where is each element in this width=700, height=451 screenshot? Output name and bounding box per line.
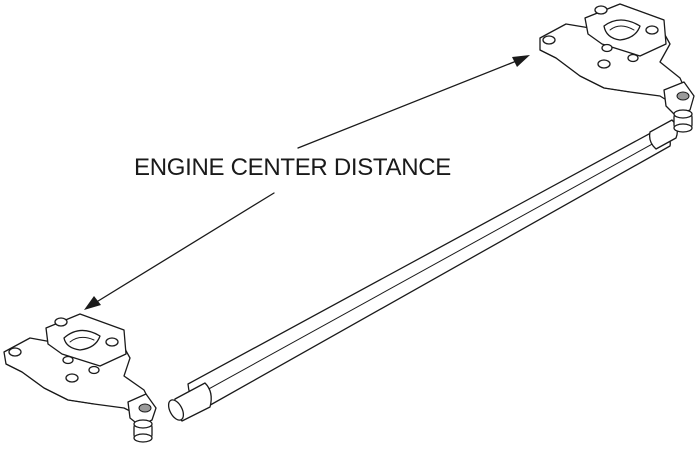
- engine-center-distance-label: ENGINE CENTER DISTANCE: [134, 154, 451, 181]
- lower-engine-mount: [3, 313, 157, 443]
- dimension-arrow-lower: [84, 192, 275, 310]
- upper-engine-mount: [539, 3, 695, 133]
- dimension-arrow-upper: [297, 55, 530, 149]
- tie-rod-tube: [167, 119, 678, 422]
